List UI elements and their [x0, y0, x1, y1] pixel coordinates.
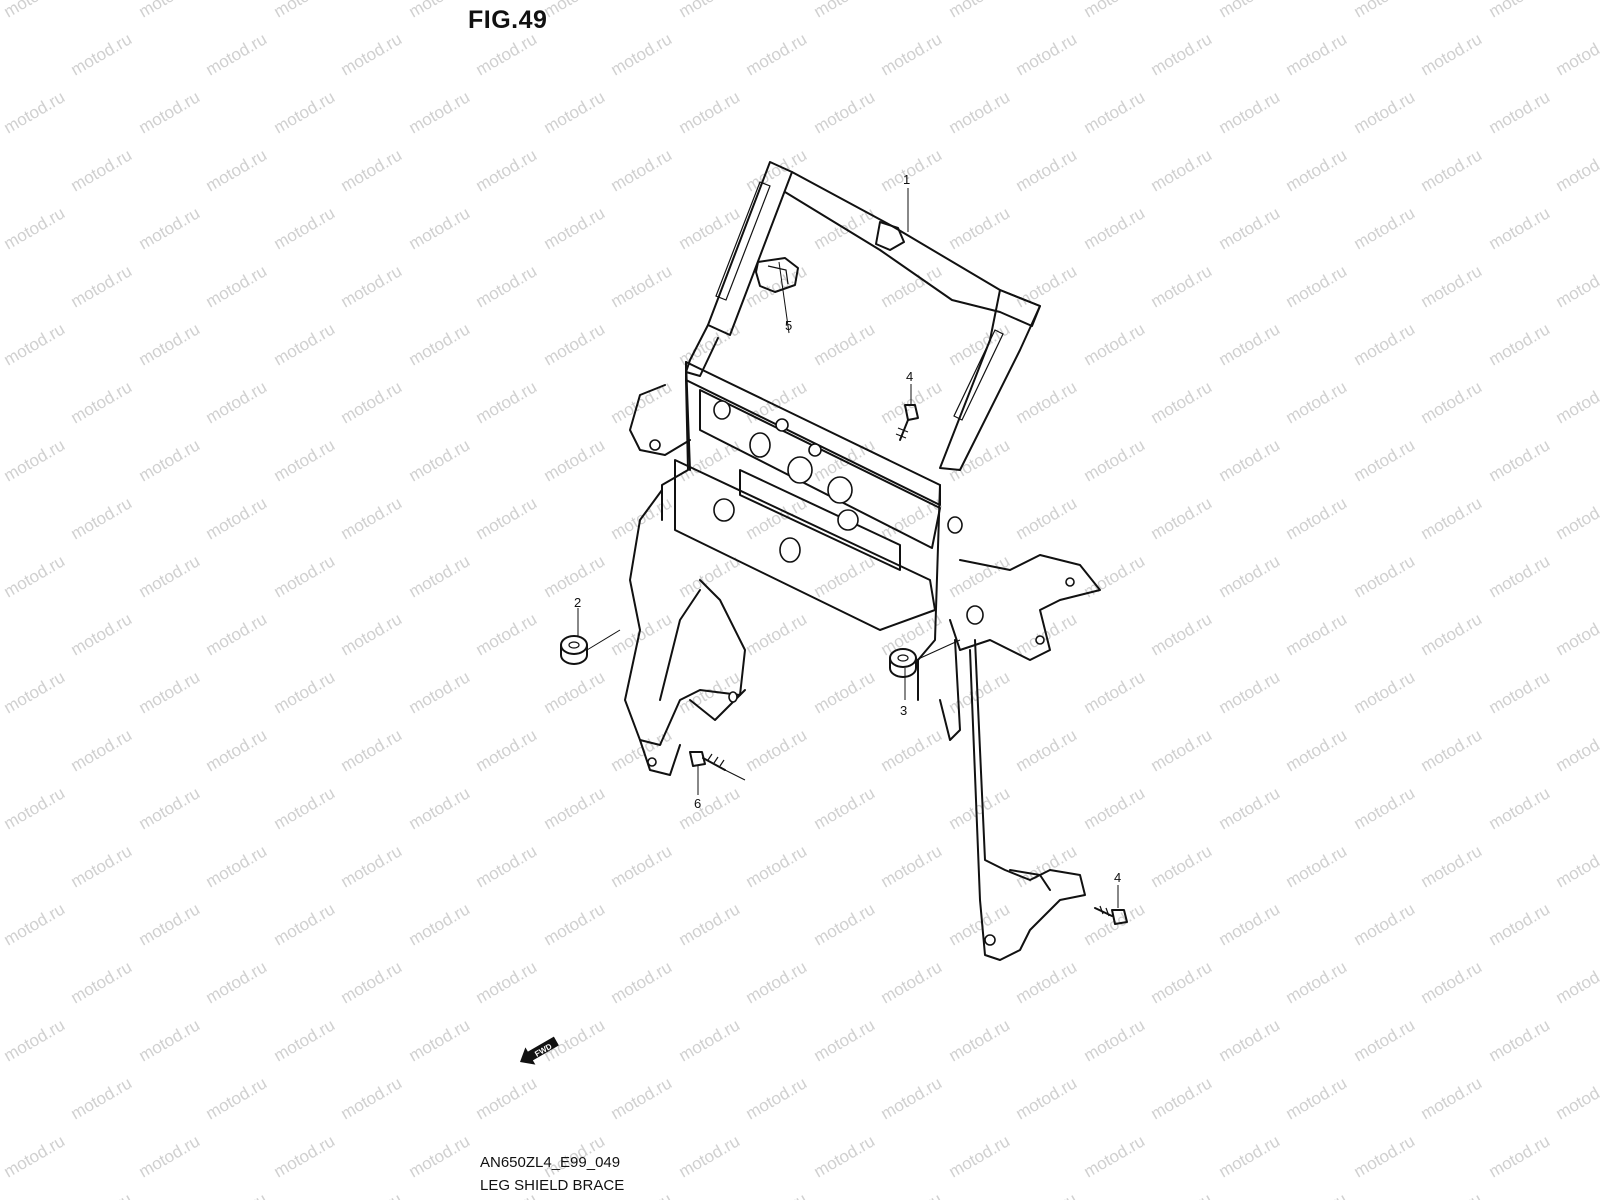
callout-4-upper: 4 [906, 369, 913, 384]
bolt-part-6 [689, 751, 726, 771]
upper-brace-frame [661, 161, 1041, 701]
diagram-caption: LEG SHIELD BRACE [480, 1177, 625, 1194]
clip-nut-part-5 [755, 257, 799, 293]
left-leg-bracket [624, 384, 746, 776]
callout-5: 5 [785, 318, 792, 333]
fwd-arrow-icon: FWD [520, 1036, 559, 1065]
callout-6: 6 [694, 796, 701, 811]
bolt-part-4-upper [895, 404, 919, 441]
leader-lines [577, 188, 1119, 908]
figure-title: FIG.49 [468, 6, 548, 34]
right-leg-bracket [939, 554, 1101, 961]
grommet-part-2 [560, 635, 588, 665]
bolt-part-4-lower [1094, 905, 1128, 925]
diagram-code: AN650ZL4_E99_049 [480, 1154, 621, 1171]
callout-3: 3 [900, 703, 907, 718]
callout-numbers: 1 2 3 4 4 5 6 [574, 172, 1121, 885]
center-cross-member [674, 389, 984, 631]
callout-1: 1 [903, 172, 910, 187]
callout-2: 2 [574, 595, 581, 610]
grommet-part-3 [889, 648, 917, 678]
callout-4-lower: 4 [1114, 870, 1121, 885]
